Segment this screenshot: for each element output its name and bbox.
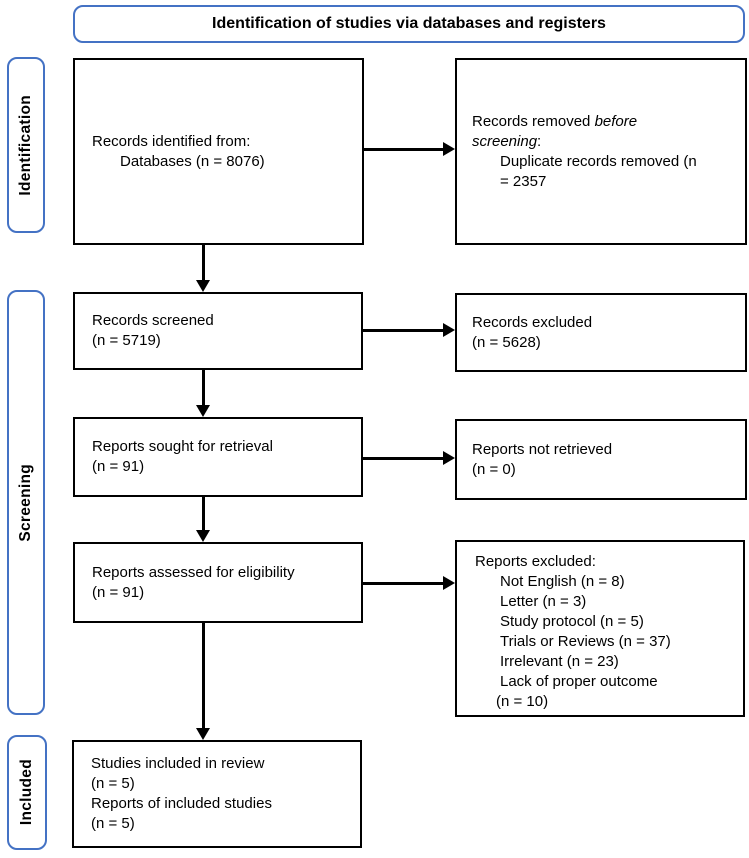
box-line: (n = 91) xyxy=(92,458,145,475)
arrow-screened-to-excluded-head xyxy=(443,323,455,337)
box-line: Records screened xyxy=(92,312,214,329)
arrow-screened-to-sought-head xyxy=(196,405,210,417)
stage-included-label: Included xyxy=(18,759,35,826)
box-line: Studies included in review xyxy=(91,755,265,772)
box-line: (n = 5) xyxy=(91,775,135,792)
arrow-sought-to-assessed-line xyxy=(202,497,205,531)
exclusion-reason: Irrelevant (n = 23) xyxy=(500,653,619,670)
box-line: Duplicate records removed (n xyxy=(500,152,697,170)
box-line: Databases (n = 8076) xyxy=(120,152,265,170)
header-box: Identification of studies via databases … xyxy=(73,5,745,43)
box-line: Records removed before xyxy=(472,112,638,130)
box-reports-not-retrieved: Reports not retrieved (n = 0) xyxy=(455,419,747,500)
box-line: (n = 0) xyxy=(472,460,516,478)
box-records-identified: Records identified from: Databases (n = … xyxy=(73,58,364,245)
box-line: Reports of included studies xyxy=(91,795,272,812)
exclusion-reason: Trials or Reviews (n = 37) xyxy=(500,633,671,650)
arrow-identified-to-screened-head xyxy=(196,280,210,292)
stage-identification: Identification xyxy=(7,57,45,233)
box-line: Reports excluded: xyxy=(475,553,596,570)
stage-screening: Screening xyxy=(7,290,45,715)
exclusion-reason: Not English (n = 8) xyxy=(500,573,625,590)
box-line: screening: xyxy=(472,132,542,150)
exclusion-reason: Letter (n = 3) xyxy=(500,593,587,610)
box-line: = 2357 xyxy=(500,172,547,190)
box-records-removed: Records removed before screening: Duplic… xyxy=(455,58,747,245)
box-line: (n = 91) xyxy=(92,583,145,601)
box-line: (n = 5) xyxy=(91,815,135,832)
arrow-identified-to-screened-line xyxy=(202,245,205,281)
exclusion-reason-wrap: (n = 10) xyxy=(496,693,549,710)
arrow-assessed-to-included-head xyxy=(196,728,210,740)
arrow-identified-to-removed-line xyxy=(363,148,444,151)
box-line: (n = 5719) xyxy=(92,332,161,349)
box-line: (n = 5628) xyxy=(472,333,541,351)
box-studies-included: Studies included in review (n = 5) Repor… xyxy=(72,740,362,848)
exclusion-reason: Lack of proper outcome xyxy=(500,673,658,690)
box-line: Records excluded xyxy=(472,313,593,331)
arrow-assessed-to-excludedreasons-head xyxy=(443,576,455,590)
box-line: Reports sought for retrieval xyxy=(92,438,273,455)
arrow-identified-to-removed-head xyxy=(443,142,455,156)
box-records-excluded: Records excluded (n = 5628) xyxy=(455,293,747,372)
arrow-sought-to-assessed-head xyxy=(196,530,210,542)
arrow-assessed-to-included-line xyxy=(202,623,205,729)
arrow-screened-to-sought-line xyxy=(202,370,205,406)
arrow-screened-to-excluded-line xyxy=(362,329,444,332)
arrow-sought-to-notretrieved-line xyxy=(363,457,444,460)
box-reports-excluded-reasons: Reports excluded: Not English (n = 8) Le… xyxy=(455,540,745,717)
box-records-screened: Records screened (n = 5719) xyxy=(73,292,363,370)
stage-screening-label: Screening xyxy=(17,463,34,542)
box-line: Reports not retrieved xyxy=(472,440,613,458)
box-line: Reports assessed for eligibility xyxy=(92,563,295,581)
box-reports-assessed: Reports assessed for eligibility (n = 91… xyxy=(73,542,363,623)
arrow-sought-to-notretrieved-head xyxy=(443,451,455,465)
stage-identification-label: Identification xyxy=(17,94,34,196)
box-line: Records identified from: xyxy=(92,132,251,150)
stage-included: Included xyxy=(7,735,47,850)
arrow-assessed-to-excludedreasons-line xyxy=(363,582,444,585)
box-reports-sought: Reports sought for retrieval (n = 91) xyxy=(73,417,363,497)
exclusion-reason: Study protocol (n = 5) xyxy=(500,613,644,630)
header-title: Identification of studies via databases … xyxy=(212,15,606,32)
